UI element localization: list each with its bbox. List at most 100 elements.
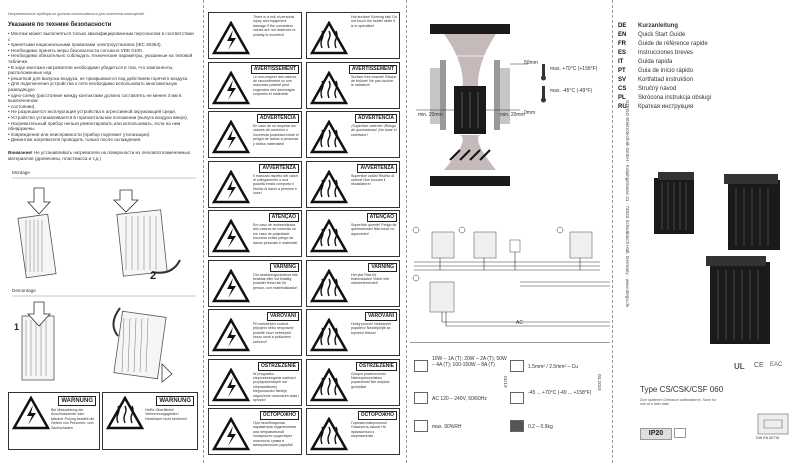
spec-humidity: max. 90%RH xyxy=(432,424,462,430)
hot-surface-icon xyxy=(310,70,348,104)
list-item: состоянии). xyxy=(8,104,196,110)
warning-title: ADVERTENCIA xyxy=(354,114,397,123)
warning-cell: Hot surface! Burning risk! Do not touch … xyxy=(306,12,400,59)
dim-mid: min. 20mm xyxy=(500,112,525,118)
class-icon xyxy=(674,428,686,438)
electric-hazard-icon xyxy=(212,120,250,154)
electric-hazard-icon xyxy=(212,268,250,302)
electric-hazard-icon xyxy=(212,367,250,401)
top-note: Нагревательные приборы не должны использ… xyxy=(8,12,145,16)
safety-panel: Нагревательные приборы не должны использ… xyxy=(4,0,200,463)
language-label: Instrucciones breves xyxy=(638,50,694,56)
safety-list: Монтаж может выполняться только квалифиц… xyxy=(8,31,196,143)
dim-right: 0mm xyxy=(524,110,536,116)
din-rail-icon xyxy=(757,413,789,435)
language-code: PT xyxy=(618,68,626,74)
list-item: решеткой для выпуска воздуха, не прикрыв… xyxy=(8,76,196,82)
warning-text: Při nedodržení hodnot připojení nebo nes… xyxy=(253,322,294,344)
warning-title: AVVERTENZA xyxy=(357,163,397,173)
language-label: Stručný návod xyxy=(638,86,677,92)
warning-text: Le non-respect des valeurs de raccordeme… xyxy=(253,74,297,97)
warning-cell: There is a risk of personal injury and e… xyxy=(208,12,302,59)
spec-power: 10W – 1A (T); 20W – 2A (T); 50W – 4A (T)… xyxy=(432,356,507,368)
fuse-icon xyxy=(414,360,428,372)
language-label: Skrócona instrukcja obsługi xyxy=(638,95,712,101)
electric-hazard-icon xyxy=(212,417,250,451)
warning-title: ATENÇÃO xyxy=(268,213,299,222)
temp-max: max. +70°C (+158°F) xyxy=(550,66,598,72)
list-item: Для подключения устройства к сети необхо… xyxy=(8,81,196,92)
language-label: Kurzanleitung xyxy=(638,23,678,29)
warning-title: VARNING xyxy=(368,262,397,272)
fold-line xyxy=(406,0,407,463)
language-label: Kortfattad instruktion xyxy=(638,77,694,83)
wire-icon xyxy=(510,360,524,372)
hot-surface-icon xyxy=(310,21,348,55)
warning-text: Het yta! Risk för brännskador! Vidrör in… xyxy=(351,272,390,286)
list-item: Нагревательный прибор нельзя ремонтирова… xyxy=(8,121,196,132)
warning-title: ATENÇÃO xyxy=(366,213,397,222)
fold-line xyxy=(612,0,613,463)
warning-text: Bei Missachtung der Anschlusswerte oder … xyxy=(51,408,95,430)
warning-title: WARNUNG xyxy=(156,396,194,406)
electric-hazard-icon xyxy=(212,21,250,55)
doc-code: 01/19 xyxy=(503,376,508,388)
language-code: SV xyxy=(618,77,627,83)
language-code: RU xyxy=(618,104,627,110)
electric-hazard-icon xyxy=(212,70,250,104)
list-item: Демонтаж нагревателя проводить только по… xyxy=(8,137,196,143)
language-code: EN xyxy=(618,32,627,38)
thermometer-icon xyxy=(510,392,524,404)
hot-surface-icon xyxy=(310,417,348,451)
warning-text: Il mancato rispetto dei valori di colleg… xyxy=(253,173,298,196)
language-label: Guia de início rápido xyxy=(638,68,694,74)
dim-top: 50mm xyxy=(524,60,538,66)
ul-mark: UL xyxy=(734,362,745,371)
warning-title: ОСТОРОЖНО xyxy=(357,411,397,420)
language-label: Краткая инструкция xyxy=(638,104,694,110)
language-code: FR xyxy=(618,41,626,47)
warning-text: Em caso de inobservância dos valores de … xyxy=(253,223,298,245)
warning-title: VARNING xyxy=(270,262,299,272)
weight-icon xyxy=(510,420,524,432)
hot-surface-icon xyxy=(310,367,348,401)
ce-mark: CE xyxy=(754,362,764,369)
language-label: Quick Start Guide xyxy=(638,32,686,38)
clearance-diagram xyxy=(416,24,546,186)
montage-figure xyxy=(12,177,196,279)
warning-text: En caso de no respetar los valores de co… xyxy=(253,124,299,146)
warning-title: OSTRZEŻENIE xyxy=(355,361,397,371)
warning-box: WARNUNG Bei Missachtung der Anschlusswer… xyxy=(8,392,100,450)
list-item: В ходе монтажа нагреватели необходимо уб… xyxy=(8,65,196,76)
electric-hazard-icon xyxy=(212,169,250,203)
warning-text: W przypadku nieprzestrzegania wartości p… xyxy=(253,371,299,402)
warning-title: AVVERTENZA xyxy=(259,163,299,173)
warning-title: ОСТОРОЖНО xyxy=(259,411,299,420)
language-code: ES xyxy=(618,50,627,56)
safety-heading: Указания по технике безопасности xyxy=(8,22,112,28)
ip-rating: IP20 xyxy=(640,428,672,440)
warning-title: VAROVÁNÍ xyxy=(266,312,299,321)
doc-number: 03.2019 xyxy=(597,374,602,391)
step-number: 2 xyxy=(150,270,157,282)
product-type: Type CS/CSK/CSF 060 xyxy=(640,385,724,394)
warning-title: AVERTISSEMENT xyxy=(250,64,299,74)
language-code: PL xyxy=(618,95,626,101)
hot-surface-icon xyxy=(310,169,348,203)
warning-text: Horký povrch! Nebezpečí popálení! Nedotý… xyxy=(351,322,392,335)
warning-title: AVERTISSEMENT xyxy=(348,64,397,74)
warning-title: WARNUNG xyxy=(58,396,96,406)
ac-label: AC xyxy=(516,320,523,326)
spec-wire: 1.5mm² / 2.5mm² – Cu xyxy=(528,364,579,370)
